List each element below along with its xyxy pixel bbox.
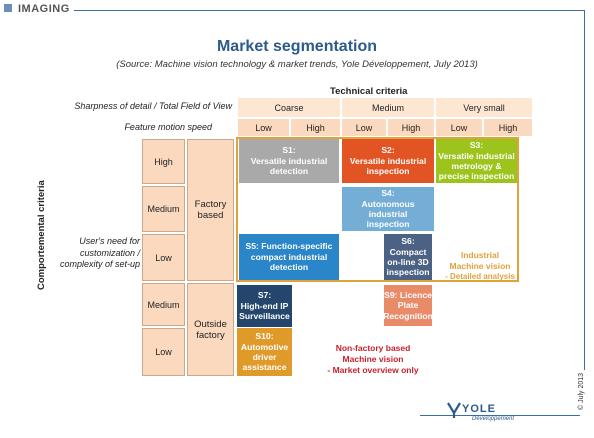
segment-s6-name: Compact on-line 3D inspection	[386, 246, 430, 278]
segment-s5-text: S5: Function-specific compact industrial…	[239, 241, 339, 272]
industrial-note-line-3: - Detailed analysis	[445, 272, 515, 282]
segment-s2-name: Versatile industrial inspection	[349, 155, 427, 177]
segment-s3-code: S3:	[469, 140, 484, 151]
logo-subtitle: Développement	[472, 416, 515, 422]
segment-s6: S6: Compact on-line 3D inspection	[384, 234, 432, 280]
segment-s9-code: S9:	[384, 289, 398, 300]
section-label: IMAGING	[18, 3, 70, 15]
segment-s5-code: S5:	[245, 241, 259, 252]
segment-s10-code: S10:	[255, 331, 274, 342]
need-medium-outside: Medium	[142, 283, 185, 326]
comportemental-criteria-label: Comportemental criteria	[36, 180, 47, 290]
header-divider	[74, 10, 584, 11]
copyright: © July 2013	[578, 372, 585, 410]
segment-s1: S1: Versatile industrial detection	[239, 139, 339, 183]
need-high: High	[142, 139, 185, 184]
speed-label: Feature motion speed	[124, 122, 212, 132]
segment-s9: S9: Licence Plate Recognition	[381, 285, 435, 326]
nonfactory-note: Non-factory based Machine vision - Marke…	[318, 343, 428, 376]
segment-s7-code: S7:	[257, 290, 272, 301]
header-square-icon	[4, 4, 12, 12]
right-divider	[584, 10, 585, 370]
speed-high-3: High	[484, 119, 532, 136]
segment-s6-code: S6:	[401, 236, 415, 247]
segment-s7-name: High-end IP Surveillance	[239, 300, 290, 322]
segment-s9-name: Licence Plate Recognition	[383, 289, 433, 321]
speed-high-1: High	[291, 119, 340, 136]
sharpness-very-small: Very small	[436, 98, 532, 117]
sharpness-coarse: Coarse	[238, 98, 340, 117]
segment-s2-code: S2:	[381, 145, 395, 156]
speed-high-2: High	[388, 119, 434, 136]
industrial-note-line-2: Machine vision	[449, 261, 511, 272]
page-subtitle: (Source: Machine vision technology & mar…	[116, 59, 478, 70]
nonfactory-note-line-2: Machine vision	[342, 354, 404, 365]
segment-s3-name: Versatile industrial metrology & precise…	[438, 150, 515, 182]
industrial-note: Industrial Machine vision - Detailed ana…	[440, 250, 520, 282]
segment-s4-name: Autonomous industrial inspection	[361, 198, 415, 230]
segment-s1-code: S1:	[282, 145, 296, 156]
segment-s5: S5: Function-specific compact industrial…	[239, 234, 339, 280]
segment-s3: S3: Versatile industrial metrology & pre…	[436, 139, 517, 183]
technical-criteria-label: Technical criteria	[330, 86, 408, 97]
speed-low-2: Low	[342, 119, 386, 136]
outside-factory-group: Outside factory	[187, 283, 234, 376]
segment-s7: S7: High-end IP Surveillance	[237, 285, 292, 327]
industrial-frame	[236, 137, 519, 282]
segment-s5-name: Function-specific compact industrial det…	[250, 241, 333, 273]
need-medium: Medium	[142, 186, 185, 232]
need-low-outside: Low	[142, 328, 185, 376]
nonfactory-note-line-3: - Market overview only	[327, 365, 419, 376]
segment-s1-name: Versatile industrial detection	[250, 155, 328, 177]
logo-name: YOLE	[462, 403, 496, 415]
footer-divider	[420, 415, 580, 416]
segment-s4-code: S4:	[381, 188, 395, 199]
speed-low-1: Low	[238, 119, 289, 136]
segment-s4: S4: Autonomous industrial inspection	[342, 187, 434, 231]
nonfactory-note-line-1: Non-factory based	[335, 343, 411, 353]
segment-s10: S10: Automotive driver assistance	[237, 328, 292, 376]
sharpness-label: Sharpness of detail / Total Field of Vie…	[74, 101, 232, 111]
speed-low-3: Low	[436, 119, 482, 136]
segment-s2: S2: Versatile industrial inspection	[342, 139, 434, 183]
factory-based-group: Factory based	[187, 139, 234, 281]
page-title: Market segmentation	[216, 38, 378, 55]
industrial-note-line-1: Industrial	[460, 250, 500, 260]
segment-s10-name: Automotive driver assistance	[240, 341, 289, 373]
user-need-label: User's need for customization / complexi…	[59, 236, 140, 270]
need-low: Low	[142, 234, 185, 281]
segment-s9-text: S9: Licence Plate Recognition	[381, 290, 435, 321]
yole-logo-icon	[447, 402, 461, 418]
sharpness-medium: Medium	[342, 98, 434, 117]
